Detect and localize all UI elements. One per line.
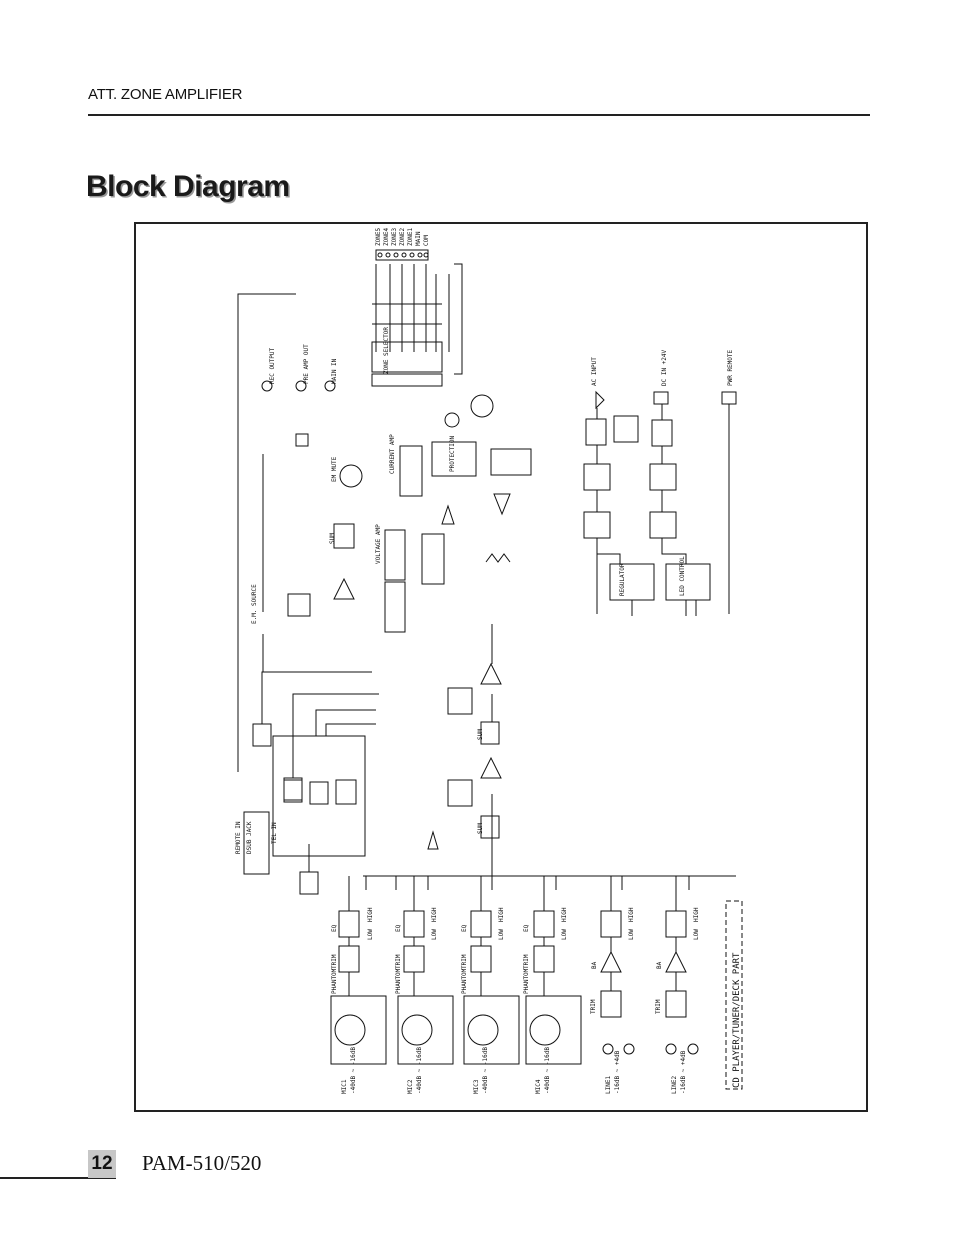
pwr-remote-label: PWR REMOTE [727,349,734,386]
mic2-level: -40dB ~ -16dB [416,1047,423,1094]
mic2-label: MIC2 [407,1079,414,1094]
em-source-label: E.M. SOURCE [251,584,258,624]
rec-output-label: REC OUTPUT [269,347,276,384]
regulator-box [609,563,655,601]
trim-label: TRIM [331,954,338,969]
dc-in-label: DC IN +24V [661,349,668,386]
main-in-label: MAIN IN [331,358,338,384]
high-label: HIGH [628,907,635,922]
sum-label: SUM [329,533,336,544]
remote-in-label: REMOTE IN [235,821,242,854]
zone-terminal-label: ZONE5 [375,228,382,246]
phantom-label: PHANTOM [523,968,530,994]
rca-jack-icon [665,1043,677,1055]
mic1-level: -40dB ~ -16dB [350,1047,357,1094]
mic4-label: MIC4 [535,1079,542,1094]
low-label: LOW [628,929,635,940]
led-control-box [665,563,711,601]
line2-label: LINE2 [671,1076,678,1094]
zone-terminal-label: ZONE4 [383,228,390,246]
block-diagram: MIC1 -40dB ~ -16dB MIC2 -40dB ~ -16dB MI… [134,222,868,1112]
led-control-label: LED CONTROL [679,556,686,596]
low-label: LOW [693,929,700,940]
trim-label: TRIM [523,954,530,969]
low-label: LOW [561,929,568,940]
xlr-connector-icon [467,1014,499,1046]
trim-label: TRIM [395,954,402,969]
dsub-jack-box [243,811,270,875]
dsub-jack-label: DSUB JACK [246,821,253,854]
pre-amp-out-label: PRE AMP OUT [303,344,310,384]
zone-terminal-label: ZONE3 [391,228,398,246]
trim-label: TRIM [655,999,662,1014]
high-label: HIGH [431,907,438,922]
current-amp-label: CURRENT AMP [389,434,396,474]
cd-part-label: CD PLAYER/TUNER/DECK PART [732,952,742,1088]
zone-terminal-label: ZONE1 [407,228,414,246]
voltage-amp-label: VOLTAGE AMP [375,524,382,564]
regulator-label: REGULATOR [619,563,626,596]
low-label: LOW [367,929,374,940]
mic1-label: MIC1 [341,1079,348,1094]
trim-label: TRIM [461,954,468,969]
phantom-label: PHANTOM [461,968,468,994]
diagram-canvas: MIC1 -40dB ~ -16dB MIC2 -40dB ~ -16dB MI… [235,228,743,1094]
header-rule [88,114,870,116]
high-label: HIGH [367,907,374,922]
ac-input-label: AC INPUT [591,357,598,386]
low-label: LOW [498,929,505,940]
xlr-connector-icon [401,1014,433,1046]
sum-label: SUM [477,729,484,740]
zone-terminal-label: MAIN [415,231,422,246]
cd-part-box [725,900,743,1090]
mic3-jack [463,995,520,1065]
xlr-connector-icon [529,1014,561,1046]
xlr-connector-icon [334,1014,366,1046]
mic4-jack [525,995,582,1065]
high-label: HIGH [561,907,568,922]
page-number: 12 [88,1150,116,1178]
eq-label: EQ [523,924,530,932]
trim-label: TRIM [590,999,597,1014]
low-label: LOW [431,929,438,940]
page-title: Block Diagram [86,170,290,203]
high-label: HIGH [693,907,700,922]
footer-rule [0,1177,116,1179]
section-header: ATT. ZONE AMPLIFIER [88,86,243,103]
rca-jack-icon [623,1043,635,1055]
line1-level: -16dB ~ +4dB [614,1050,621,1094]
zone-selector-label: ZONE SELECTOR [383,327,390,374]
rca-jack-icon [687,1043,699,1055]
eq-label: EQ [395,924,402,932]
line2-level: -16dB ~ +4dB [680,1050,687,1094]
phantom-label: PHANTOM [331,968,338,994]
ba-label: BA [591,961,598,969]
mic3-level: -40dB ~ -16dB [482,1047,489,1094]
high-label: HIGH [498,907,505,922]
eq-label: EQ [461,924,468,932]
mic3-label: MIC3 [473,1079,480,1094]
eq-label: EQ [331,924,338,932]
tel-in-label: TEL IN [271,822,278,844]
model-name: PAM-510/520 [142,1151,262,1175]
em-mute-label: EM MUTE [331,456,338,482]
mic1-jack [330,995,387,1065]
line1-label: LINE1 [605,1076,612,1094]
zone-terminal-label: COM [423,235,430,246]
zone-terminal-label: ZONE2 [399,228,406,246]
phantom-label: PHANTOM [395,968,402,994]
mic4-level: -40dB ~ -16dB [544,1047,551,1094]
rca-jack-icon [602,1043,614,1055]
protection-box [431,441,477,477]
ba-label: BA [656,961,663,969]
protection-label: PROTECTION [449,435,456,472]
sum-label: SUM [477,823,484,834]
mic2-jack [397,995,454,1065]
